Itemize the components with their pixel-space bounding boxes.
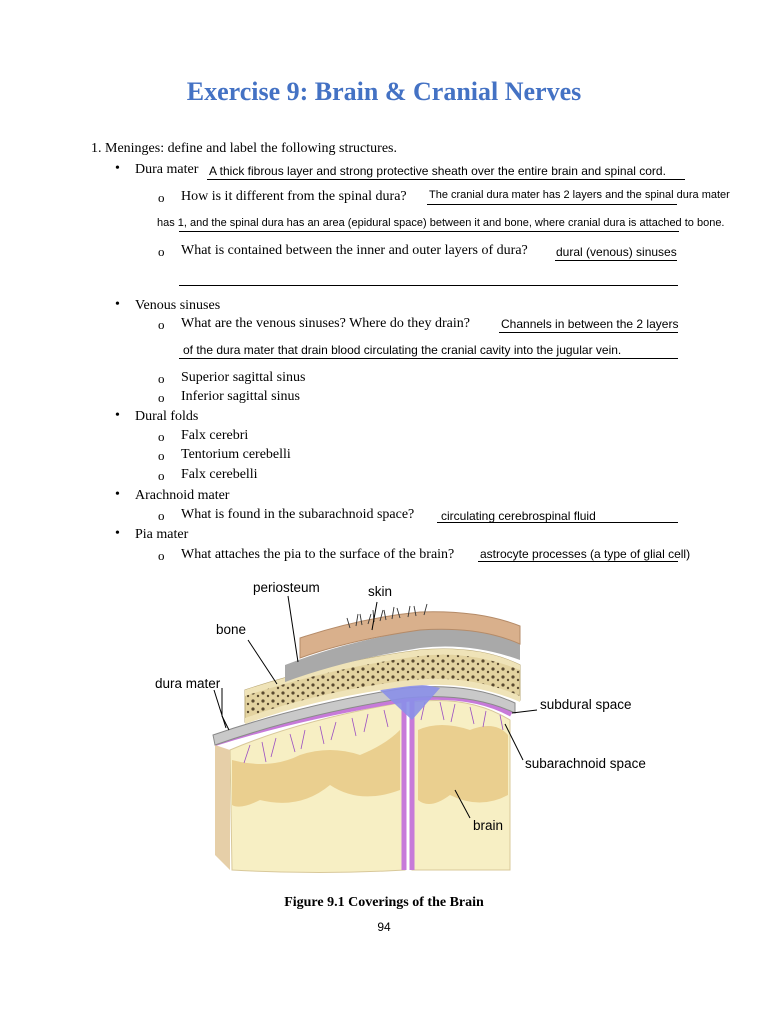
answer-line — [427, 204, 677, 205]
label-dura-mater: Dura mater — [135, 162, 199, 177]
answer-line — [207, 179, 685, 180]
bone-inner-table — [245, 678, 520, 724]
circle-bullet: o — [158, 429, 165, 444]
question-contained: What is contained between the inner and … — [181, 243, 528, 258]
leader-subarachnoid — [504, 723, 524, 761]
label-subarachnoid-space: subarachnoid space — [525, 756, 646, 771]
label-dura-mater-fig: dura mater — [155, 676, 221, 691]
label-arachnoid: Arachnoid mater — [135, 488, 230, 503]
answer-spinal-dura-2: has 1, and the spinal dura has an area (… — [157, 217, 725, 229]
circle-bullet: o — [158, 371, 165, 386]
bullet-venous: • — [115, 297, 120, 312]
leader-subdural — [511, 709, 538, 714]
brain-tissue — [215, 700, 511, 873]
item-tentorium: Tentorium cerebelli — [181, 447, 291, 462]
falx-pia — [401, 698, 415, 870]
answer-pia: astrocyte processes (a type of glial cel… — [480, 547, 691, 561]
question-subarachnoid: What is found in the subarachnoid space? — [181, 507, 415, 522]
page-title: Exercise 9: Brain & Cranial Nerves — [186, 77, 582, 106]
hair-strands — [346, 603, 428, 629]
bullet-pia: • — [115, 526, 120, 541]
label-pia-mater: Pia mater — [135, 527, 189, 542]
answer-venous-2: of the dura mater that drain blood circu… — [183, 343, 622, 357]
label-venous-sinuses: Venous sinuses — [135, 298, 221, 313]
label-dural-folds: Dural folds — [135, 409, 199, 424]
answer-dura: A thick fibrous layer and strong protect… — [209, 164, 666, 178]
item-falx-cerebri: Falx cerebri — [181, 428, 249, 443]
answer-line — [179, 285, 678, 286]
periosteum-layer — [285, 629, 520, 682]
leader-skin — [371, 601, 378, 631]
circle-bullet: o — [158, 548, 165, 563]
circle-bullet: o — [158, 468, 165, 483]
leader-dura — [221, 688, 230, 731]
item-superior-sagittal: Superior sagittal sinus — [181, 370, 306, 385]
answer-line — [437, 522, 678, 523]
item-falx-cerebelli: Falx cerebelli — [181, 467, 258, 482]
leader-brain — [454, 789, 471, 819]
figure-caption: Figure 9.1 Coverings of the Brain — [284, 895, 484, 910]
circle-bullet: o — [158, 317, 165, 332]
bullet-arachnoid: • — [115, 487, 120, 502]
skin-layer — [299, 611, 521, 659]
answer-line — [499, 332, 678, 333]
leader-bone — [247, 639, 278, 685]
label-periosteum: periosteum — [253, 580, 320, 595]
question-spinal-dura: How is it different from the spinal dura… — [181, 189, 407, 204]
answer-line — [555, 260, 677, 261]
leader-dura-2 — [213, 689, 227, 729]
item-inferior-sagittal: Inferior sagittal sinus — [181, 389, 300, 404]
answer-line — [179, 358, 678, 359]
bone-outer-table — [245, 649, 520, 696]
meninges-figure — [212, 595, 538, 873]
answer-venous-1: Channels in between the 2 layers — [501, 317, 679, 331]
circle-bullet: o — [158, 390, 165, 405]
arachnoid-trabeculae — [243, 701, 504, 764]
answer-spinal-dura-1: The cranial dura mater has 2 layers and … — [429, 189, 730, 201]
circle-bullet: o — [158, 508, 165, 523]
question-pia: What attaches the pia to the surface of … — [181, 547, 455, 562]
answer-subarachnoid: circulating cerebrospinal fluid — [441, 509, 596, 523]
answer-line — [478, 561, 678, 562]
circle-bullet: o — [158, 448, 165, 463]
label-bone: bone — [216, 622, 247, 637]
circle-bullet: o — [158, 244, 165, 259]
circle-bullet: o — [158, 190, 165, 205]
leader-periosteum — [287, 595, 299, 663]
label-subdural-space: subdural space — [540, 697, 632, 712]
page-number: 94 — [377, 920, 391, 934]
label-brain: brain — [473, 818, 504, 833]
answer-line — [179, 231, 679, 232]
label-skin: skin — [368, 584, 393, 599]
question-venous: What are the venous sinuses? Where do th… — [181, 316, 470, 331]
bullet-dura: • — [115, 161, 120, 176]
answer-contained: dural (venous) sinuses — [556, 245, 677, 259]
superior-sagittal-sinus — [380, 684, 440, 720]
bullet-folds: • — [115, 408, 120, 423]
question-1-heading: 1. Meninges: define and label the follow… — [91, 141, 397, 156]
